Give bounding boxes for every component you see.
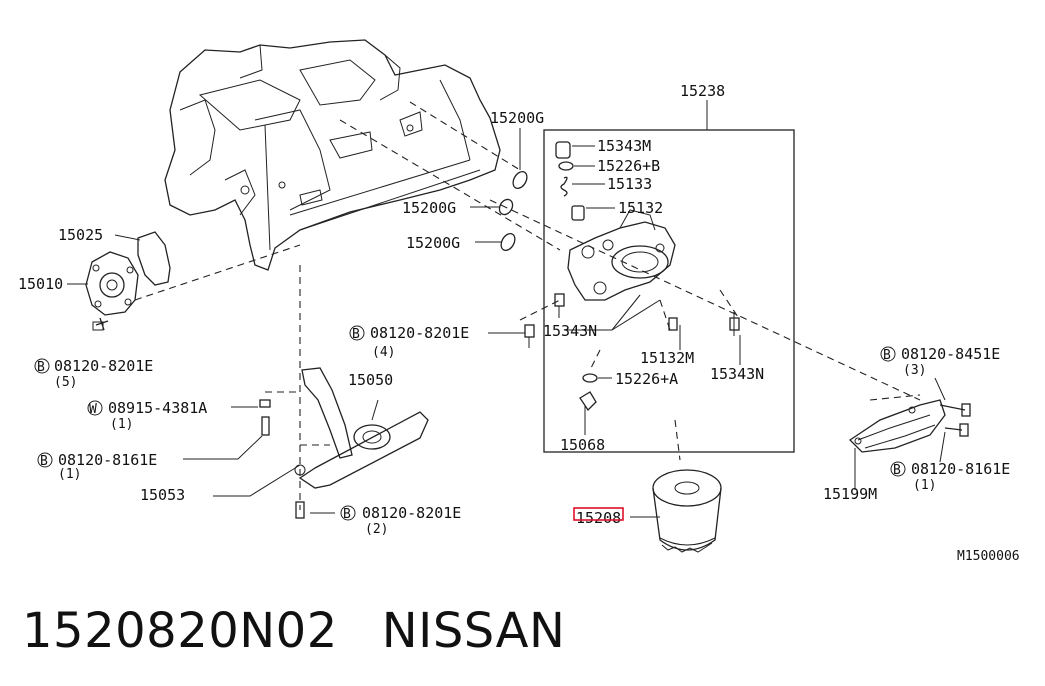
label-15226B: 15226+B — [597, 157, 660, 175]
filter-bracket-drawing — [524, 141, 740, 412]
label-15208: 15208 — [576, 509, 621, 527]
part-number-text: 1520820N02 — [22, 603, 338, 659]
part-labels: 15238 15200G 15200G 15200G 15343M 15226+… — [18, 82, 1020, 564]
svg-text:B: B — [893, 463, 901, 478]
svg-text:08120-8161E: 08120-8161E — [58, 451, 157, 469]
svg-text:B: B — [40, 454, 48, 469]
oil-filter-15208-drawing — [652, 469, 722, 553]
svg-text:(1): (1) — [913, 478, 936, 493]
svg-text:B: B — [883, 348, 891, 363]
washer-callout-4381: W 08915-4381A (1) — [87, 399, 207, 432]
svg-text:(1): (1) — [58, 467, 81, 482]
parts-diagram: 15238 15200G 15200G 15200G 15343M 15226+… — [18, 39, 1020, 564]
svg-text:08120-8201E: 08120-8201E — [362, 504, 461, 522]
bolt-callout-8161-b: B 08120-8161E (1) — [890, 460, 1010, 493]
label-15343M: 15343M — [597, 137, 651, 155]
label-15053: 15053 — [140, 486, 185, 504]
svg-text:W: W — [89, 402, 97, 417]
svg-text:B: B — [343, 507, 351, 522]
bolt-callout-8451: B 08120-8451E (3) — [880, 345, 1000, 378]
svg-text:B: B — [37, 360, 45, 375]
svg-text:(1): (1) — [110, 417, 133, 432]
brand-text: NISSAN — [381, 603, 566, 659]
bolt-callout-8201-a: B 08120-8201E (5) — [34, 357, 153, 390]
svg-text:08120-8161E: 08120-8161E — [911, 460, 1010, 478]
svg-text:08915-4381A: 08915-4381A — [108, 399, 207, 417]
svg-text:B: B — [352, 327, 360, 342]
oil-pump-15010-drawing — [85, 231, 171, 331]
label-15050: 15050 — [348, 371, 393, 389]
svg-text:(4): (4) — [372, 345, 395, 360]
label-15010: 15010 — [18, 275, 63, 293]
label-15226A: 15226+A — [615, 370, 678, 388]
svg-text:08120-8201E: 08120-8201E — [370, 324, 469, 342]
drawing-code: M1500006 — [957, 549, 1020, 564]
svg-text:08120-8451E: 08120-8451E — [901, 345, 1000, 363]
filter-bracket-box — [543, 100, 795, 453]
engine-block-drawing — [164, 39, 501, 271]
bracket-15050-drawing — [259, 367, 429, 519]
label-15200G-c: 15200G — [406, 234, 460, 252]
label-15343N-b: 15343N — [710, 365, 764, 383]
footer-caption: 1520820N02 NISSAN — [22, 596, 565, 666]
gaskets-15200G-drawing — [498, 170, 528, 252]
label-15343N-a: 15343N — [543, 322, 597, 340]
label-15238: 15238 — [680, 82, 725, 100]
bracket-15199M-drawing — [848, 399, 971, 453]
label-15132: 15132 — [618, 199, 663, 217]
svg-text:(2): (2) — [365, 522, 388, 537]
svg-text:(3): (3) — [903, 363, 926, 378]
highlight-box-15208 — [573, 507, 624, 521]
label-15068: 15068 — [560, 436, 605, 454]
svg-text:08120-8201E: 08120-8201E — [54, 357, 153, 375]
label-15025: 15025 — [58, 226, 103, 244]
svg-text:(5): (5) — [54, 375, 77, 390]
bolt-callout-8201-b: B 08120-8201E (4) — [349, 324, 469, 360]
label-leaders — [67, 128, 946, 518]
label-15132M: 15132M — [640, 349, 694, 367]
bolt-callout-8161-a: B 08120-8161E (1) — [37, 451, 157, 482]
label-15200G-a: 15200G — [490, 109, 544, 127]
label-15200G-b: 15200G — [402, 199, 456, 217]
label-15133: 15133 — [607, 175, 652, 193]
leader-dashes — [134, 101, 921, 510]
bolt-callout-8201-c: B 08120-8201E (2) — [340, 504, 461, 537]
label-15199M: 15199M — [823, 485, 877, 503]
